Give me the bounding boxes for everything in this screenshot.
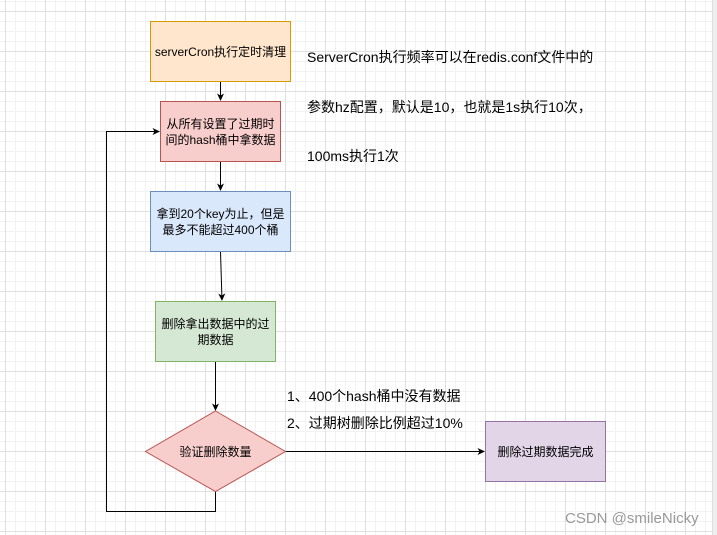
note-line: 100ms执行1次 bbox=[307, 148, 399, 164]
note-line: 参数hz配置，默认是10，也就是1s执行10次， bbox=[307, 98, 592, 115]
node-label: serverCron执行定时清理 bbox=[154, 44, 287, 59]
arrowhead bbox=[212, 403, 219, 411]
frequency-note: ServerCron执行频率可以在redis.conf文件中的 参数hz配置，默… bbox=[307, 17, 593, 198]
decision-shape bbox=[144, 410, 287, 493]
edge-verify-count-to-done bbox=[285, 448, 485, 455]
arrowhead bbox=[217, 183, 224, 191]
decision-label: 验证删除数量 bbox=[179, 444, 252, 459]
node-label: 拿到20个key为止，但是 最多不能超过400个桶 bbox=[156, 206, 285, 237]
edge-take-keys-to-delete-expired bbox=[218, 251, 226, 301]
connector-line bbox=[220, 251, 223, 297]
node-take-keys: 拿到20个key为止，但是 最多不能超过400个桶 bbox=[150, 191, 291, 252]
arrowhead bbox=[477, 448, 485, 455]
arrowhead bbox=[152, 128, 160, 135]
edge-verify-count-loop-to-fetch-hash bbox=[106, 128, 216, 512]
node-delete-expired: 删除拿出数据中的过 期数据 bbox=[155, 301, 276, 362]
arrowhead bbox=[218, 293, 226, 301]
node-label: 从所有设置了过期时 间的hash桶中拿数据 bbox=[165, 116, 276, 147]
exit-condition-1: 1、400个hash桶中没有数据 bbox=[287, 388, 461, 404]
node-label: 删除过期数据完成 bbox=[497, 444, 594, 459]
canvas-right-border bbox=[712, 0, 717, 535]
arrowhead bbox=[217, 93, 224, 101]
edge-fetch-hash-to-take-keys bbox=[217, 161, 224, 191]
edge-server-cron-to-fetch-hash bbox=[217, 81, 224, 101]
exit-condition-2: 2、过期树删除比例超过10% bbox=[287, 415, 463, 431]
edge-delete-expired-to-verify-count bbox=[212, 361, 219, 411]
decision-diamond bbox=[144, 410, 287, 493]
node-fetch-from-hash: 从所有设置了过期时 间的hash桶中拿数据 bbox=[160, 101, 281, 162]
node-server-cron: serverCron执行定时清理 bbox=[150, 21, 291, 82]
watermark: CSDN @smileNicky bbox=[565, 510, 699, 527]
note-line: ServerCron执行频率可以在redis.conf文件中的 bbox=[307, 49, 594, 65]
node-done: 删除过期数据完成 bbox=[485, 421, 606, 482]
node-label: 删除拿出数据中的过 期数据 bbox=[161, 316, 270, 347]
connector-line bbox=[106, 131, 216, 512]
node-verify-count: 验证删除数量 bbox=[144, 410, 287, 493]
